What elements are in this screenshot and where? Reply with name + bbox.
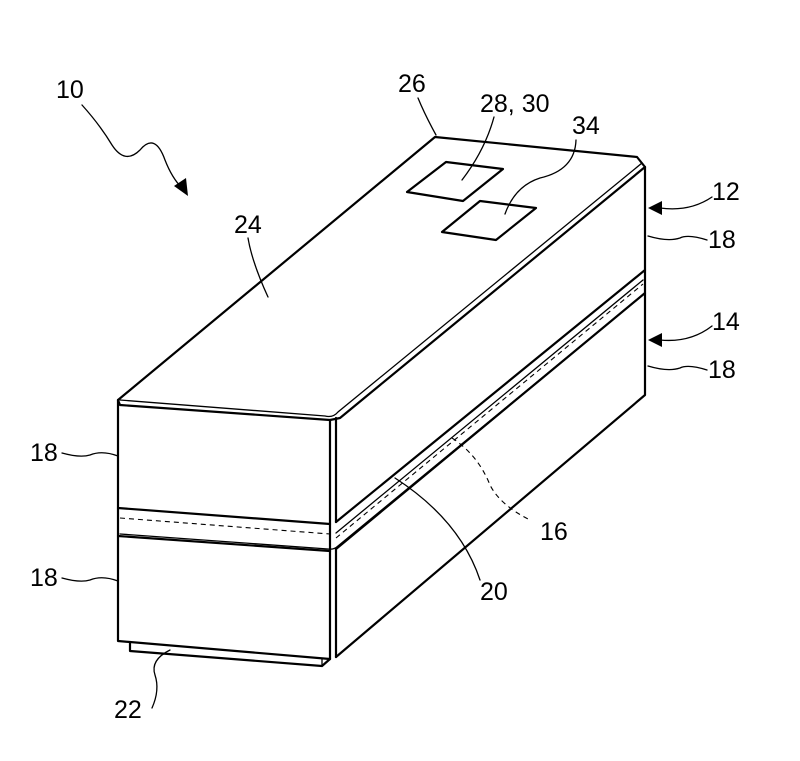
base-leader: [151, 649, 171, 709]
device-body: [116, 135, 647, 668]
lower-module-right-face: [334, 291, 647, 659]
upper-module-leader: [659, 196, 713, 210]
upper-module-front-face: [116, 398, 332, 526]
label-base: 22: [114, 696, 142, 724]
pad-second-leader: [504, 139, 577, 215]
reference-labels: 10 26 28, 30 34 24 12 18 14 18 18 18 16 …: [30, 70, 740, 724]
interlayer-dashed-front: [119, 517, 331, 535]
top-surface: [116, 135, 647, 422]
lower-module-leader: [659, 325, 713, 342]
label-top-surface: 24: [234, 211, 262, 239]
label-device: 10: [56, 76, 84, 104]
leader-lines: [61, 97, 713, 709]
label-upper-module: 12: [712, 178, 740, 206]
contact-pads: [405, 160, 538, 242]
side-lower-left-leader: [61, 577, 119, 582]
label-side-upper-right: 18: [708, 226, 736, 254]
pad-second: [440, 199, 538, 242]
label-pad-first: 28, 30: [480, 90, 550, 118]
interlayer-right-inner: [335, 279, 644, 534]
arrowhead-icon: [174, 178, 188, 196]
interlayer-front: [116, 506, 332, 553]
pad-first: [405, 160, 505, 203]
label-side-upper-left: 18: [30, 439, 58, 467]
upper-module-right-face: [334, 165, 647, 524]
top-edge-leader: [417, 97, 437, 136]
label-interlayer: 20: [480, 578, 508, 606]
device-leader-arrow: [81, 104, 183, 189]
top-surface-leader: [247, 237, 269, 298]
top-front-edge: [119, 162, 643, 418]
lower-module-top-chamfer: [119, 292, 646, 550]
label-pad-second: 34: [572, 112, 600, 140]
label-side-lower-right: 18: [708, 356, 736, 384]
pad-first-leader: [461, 116, 495, 181]
side-upper-right-leader: [647, 235, 708, 241]
lower-module-front-face: [116, 534, 332, 661]
side-lower-right-leader: [647, 365, 708, 371]
label-side-lower-left: 18: [30, 564, 58, 592]
joint-leader: [451, 437, 531, 521]
label-lower-module: 14: [712, 308, 740, 336]
label-top-edge: 26: [398, 70, 426, 98]
arrowhead-icon: [648, 333, 662, 347]
arrowhead-icon: [648, 201, 662, 215]
interlayer-dashed-right: [335, 283, 644, 539]
label-joint: 16: [540, 518, 568, 546]
interlayer-leader: [394, 477, 481, 581]
base-plate: [128, 641, 332, 668]
side-upper-left-leader: [61, 452, 119, 457]
